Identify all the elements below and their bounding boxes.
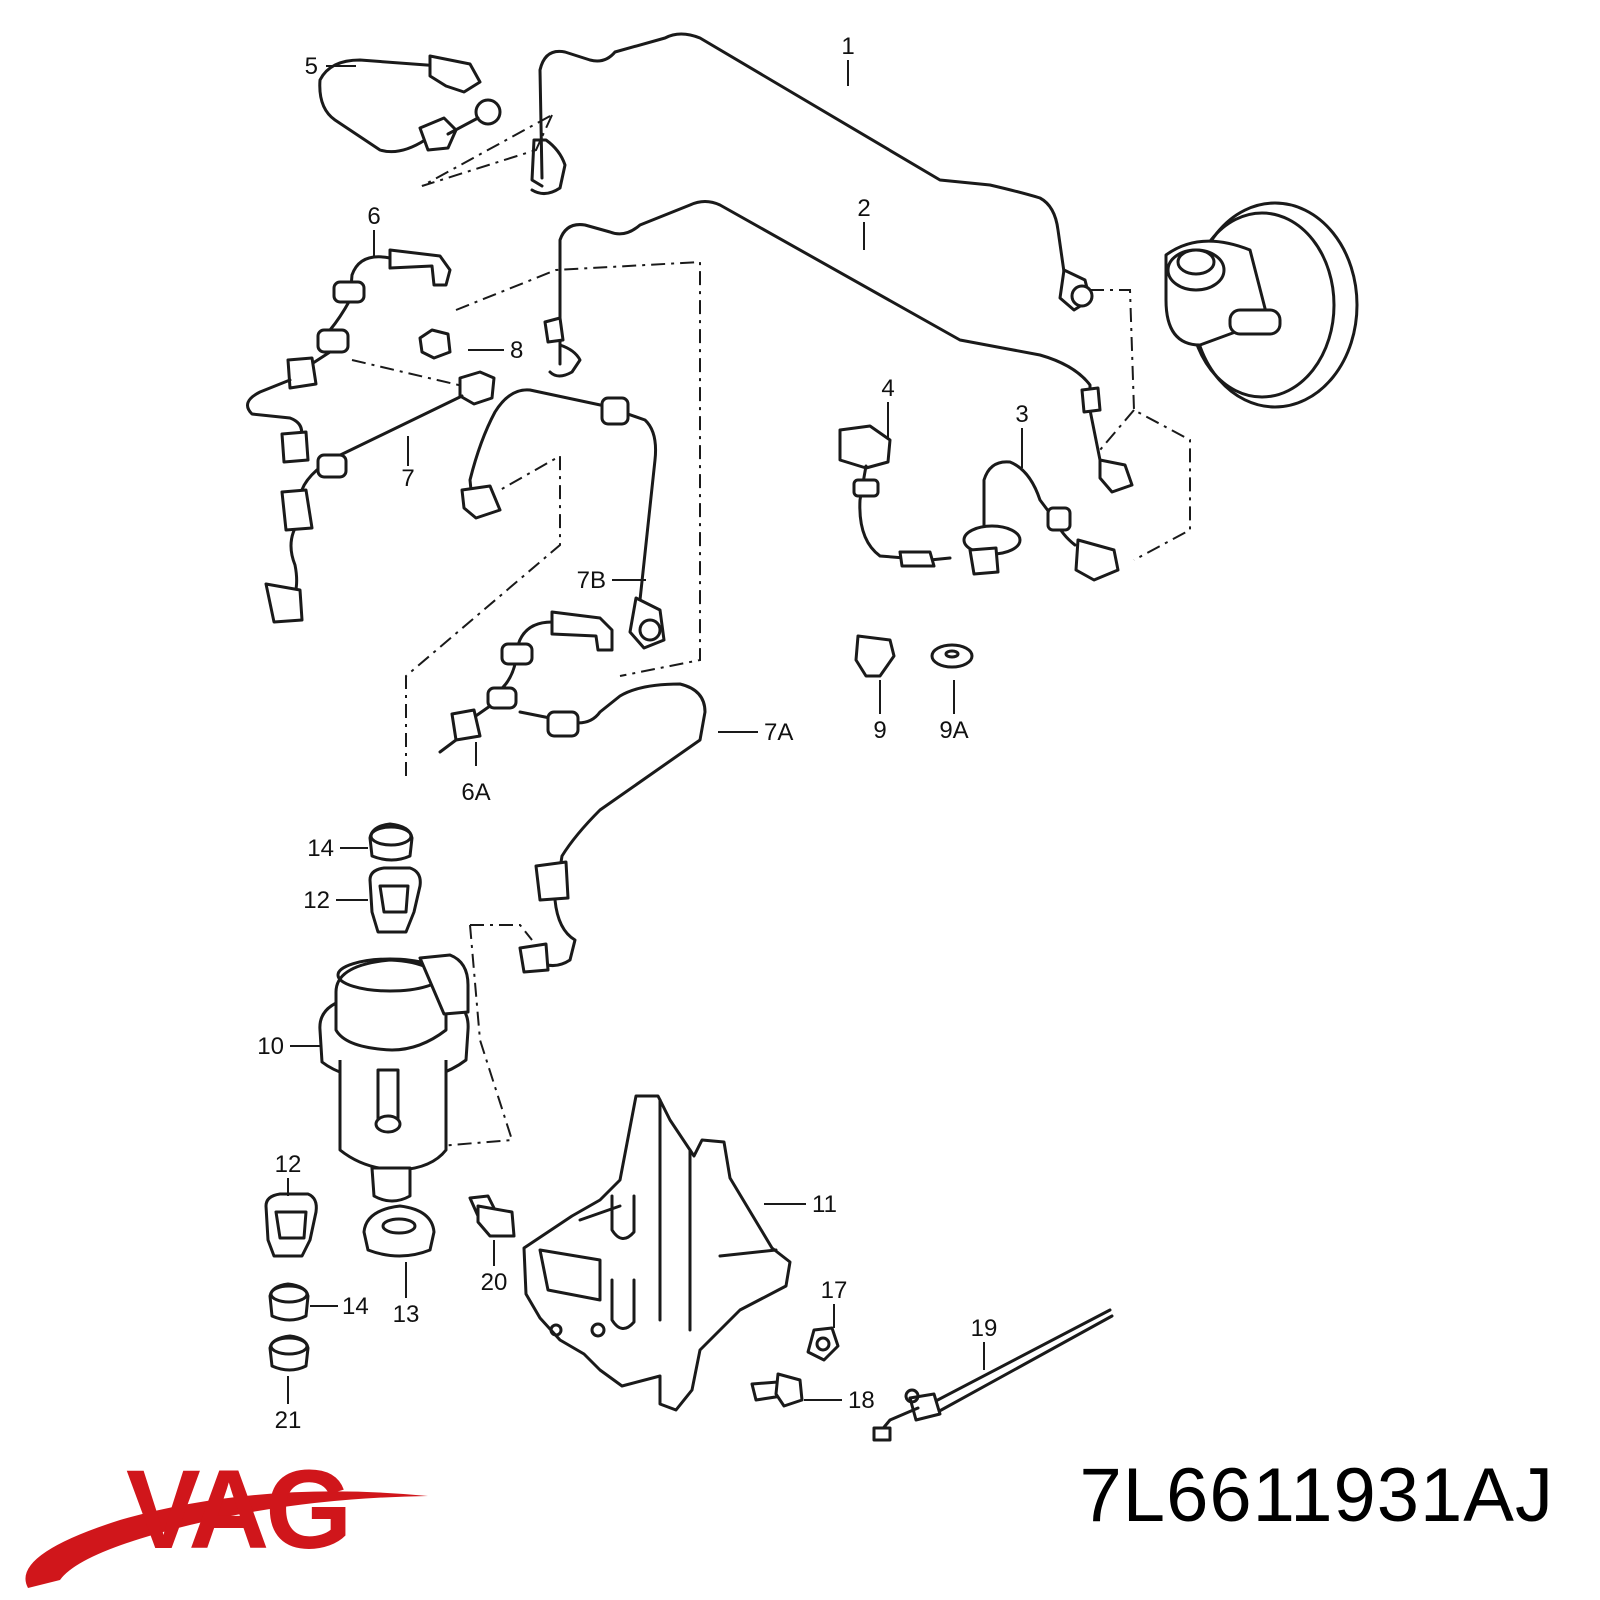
brake-line-2: [543, 200, 1134, 494]
bracket-8: [418, 328, 496, 406]
hose-3: [962, 460, 1120, 582]
callout-7: 7: [401, 465, 414, 492]
hose-5: [318, 54, 502, 154]
callout-10: 10: [257, 1033, 284, 1060]
hose-6: [246, 248, 452, 464]
holder-12-lower: [264, 1192, 318, 1258]
callout-12-lower: 12: [275, 1151, 302, 1178]
clip-14-lower: [268, 1282, 310, 1322]
logo-swoosh: [25, 1491, 428, 1588]
grommet-13: [362, 1204, 436, 1258]
callout-6a: 6A: [461, 779, 490, 806]
callout-14-lower: 14: [342, 1293, 369, 1320]
callout-20: 20: [481, 1269, 508, 1296]
bracket-11: [522, 1094, 792, 1412]
callout-17: 17: [821, 1277, 848, 1304]
nut-17: [806, 1326, 840, 1362]
part-number: 7L6611931AJ: [1079, 1453, 1554, 1538]
callout-4: 4: [881, 375, 894, 402]
callout-12-upper: 12: [303, 887, 330, 914]
callout-labels: 1 2 3 4 5 6 6A 7 7A 7B 8 9 9A 10 11 12 1…: [257, 33, 1028, 1434]
valve-20: [468, 1194, 516, 1238]
callout-5: 5: [305, 53, 318, 80]
cable-tie-19: [872, 1308, 1114, 1442]
clip-14-upper: [368, 822, 414, 862]
callout-7b: 7B: [577, 567, 606, 594]
bolt-18: [750, 1372, 804, 1408]
leader-lines: [287, 60, 1023, 1404]
callout-8: 8: [510, 337, 523, 364]
callout-9: 9: [873, 717, 886, 744]
callout-11: 11: [812, 1191, 837, 1218]
callout-13: 13: [393, 1301, 420, 1328]
callout-6: 6: [367, 203, 380, 230]
holder-12-upper: [368, 866, 422, 934]
callout-1: 1: [841, 33, 854, 60]
hose-7a: [518, 682, 707, 974]
callout-7a: 7A: [764, 719, 793, 746]
callout-19: 19: [971, 1315, 998, 1342]
pad-9: [854, 634, 896, 678]
vag-logo: VAG: [25, 1447, 428, 1588]
brake-booster: [1164, 201, 1359, 409]
hose-7b: [460, 388, 666, 650]
band-21: [268, 1334, 310, 1372]
hose-7: [264, 394, 464, 624]
callout-2: 2: [857, 195, 870, 222]
callout-9a: 9A: [939, 717, 968, 744]
callout-21: 21: [275, 1407, 302, 1434]
callout-18: 18: [848, 1387, 875, 1414]
callout-14-upper: 14: [307, 835, 334, 862]
hose-6a: [438, 610, 614, 754]
logo-text: VAG: [126, 1447, 348, 1572]
washer-9a: [930, 643, 974, 669]
brake-line-1: [530, 32, 1094, 312]
pump-10: [318, 953, 470, 1203]
callout-3: 3: [1015, 401, 1028, 428]
hose-4: [838, 424, 952, 568]
